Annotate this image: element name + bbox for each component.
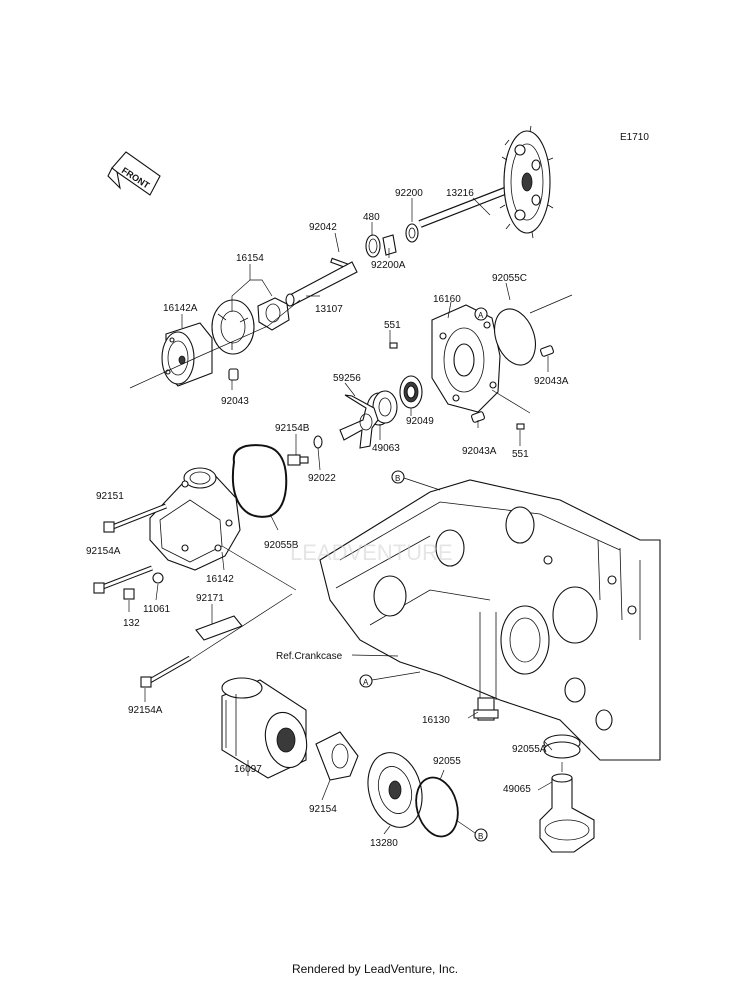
- part-label: 92200: [395, 188, 423, 199]
- outer-rotor: [211, 299, 255, 355]
- washer-92200A: [382, 234, 397, 256]
- part-label: 59256: [333, 373, 361, 384]
- part-label: 11061: [143, 604, 171, 615]
- watermark-text: LEADVENTURE: [290, 540, 453, 565]
- bolt-92154A-low: [140, 655, 192, 688]
- part-label: 92049: [406, 416, 434, 427]
- part-label: 132: [123, 618, 140, 629]
- part-label: 16154: [236, 253, 264, 264]
- part-label: 551: [384, 320, 401, 331]
- part-label: 92200A: [371, 260, 406, 271]
- diagram-code: E1710: [620, 132, 649, 143]
- part-label: 92154: [309, 804, 337, 815]
- footer-credit: Rendered by LeadVenture, Inc.: [291, 962, 459, 976]
- part-label: 92043: [221, 396, 249, 407]
- fitting-16130: [473, 697, 499, 721]
- fitting-92154: [315, 731, 359, 781]
- part-label: 92042: [309, 222, 337, 233]
- strainer-49065: [539, 773, 595, 853]
- part-label: 49065: [503, 784, 531, 795]
- part-label: 92055A: [512, 744, 547, 755]
- bearing-92049: [399, 375, 423, 409]
- oil-filter-16097: [221, 677, 308, 779]
- washer-92200: [405, 223, 419, 243]
- callout-a-label-2: A: [363, 678, 369, 687]
- part-label: 49063: [372, 443, 400, 454]
- part-label: 480: [363, 212, 380, 223]
- part-label: 16142: [206, 574, 234, 585]
- pump-body-16142: [149, 467, 241, 571]
- part-label: 92022: [308, 473, 336, 484]
- part-label: 92154B: [275, 423, 310, 434]
- filter-mount-13280: [367, 752, 423, 828]
- part-label: 92043A: [534, 376, 569, 387]
- dowel-pin-92043A-top: [540, 345, 554, 357]
- callout-b-label-2: B: [478, 832, 483, 841]
- front-arrow-icon: FRONT: [107, 151, 161, 196]
- part-labels: 13216 92200 480 92042 92200A 16154 13107…: [86, 188, 569, 849]
- callout-b-top: B: [391, 470, 405, 484]
- pin-551-low: [516, 423, 525, 430]
- circlip-480: [365, 234, 381, 258]
- callout-b-label: B: [395, 474, 400, 483]
- bolt-92151: [103, 503, 167, 533]
- oring-92055A: [543, 734, 581, 759]
- bolt-132: [123, 588, 135, 600]
- pin-551-top: [389, 342, 398, 349]
- callout-a-top: A: [474, 307, 488, 321]
- callout-a-label: A: [478, 311, 484, 320]
- dowel-pin-92043: [228, 368, 239, 381]
- washer-92022: [313, 435, 323, 449]
- part-label: 92154A: [86, 546, 121, 557]
- inner-rotor-16154: [257, 297, 290, 331]
- part-label: 16097: [234, 764, 262, 775]
- ref-crankcase-label: Ref.Crankcase: [276, 651, 343, 662]
- dowel-pin-92043A-low: [471, 411, 485, 423]
- bolt-92154A-mid: [93, 565, 153, 594]
- part-label: 92154A: [128, 705, 163, 716]
- bracket-92171: [195, 615, 243, 641]
- shaft-13107: [285, 261, 358, 307]
- part-label: 92055B: [264, 540, 299, 551]
- part-label: 92055: [433, 756, 461, 767]
- part-label: 13107: [315, 304, 343, 315]
- part-label: 92171: [196, 593, 224, 604]
- part-label: 16130: [422, 715, 450, 726]
- part-label: 16160: [433, 294, 461, 305]
- washer-11061: [152, 572, 164, 584]
- part-label: 551: [512, 449, 529, 460]
- part-label: 16142A: [163, 303, 198, 314]
- part-label: 13216: [446, 188, 474, 199]
- oring-92055B: [231, 444, 288, 518]
- oring-92055: [415, 776, 459, 838]
- crankcase: [319, 479, 661, 761]
- impeller-59256: [339, 394, 379, 449]
- callout-b-low: B: [474, 828, 488, 842]
- part-label: 92151: [96, 491, 124, 502]
- pump-cover-16160: [431, 304, 501, 413]
- leader-lines: [128, 197, 553, 835]
- part-label: 92043A: [462, 446, 497, 457]
- callout-a-low: A: [359, 674, 373, 688]
- pump-housing-16142A: [161, 322, 213, 387]
- part-label: 13280: [370, 838, 398, 849]
- gear-shaft-13216: [418, 125, 554, 239]
- oring-92055C: [494, 308, 536, 366]
- bolt-92154B: [287, 454, 309, 466]
- part-label: 92055C: [492, 273, 527, 284]
